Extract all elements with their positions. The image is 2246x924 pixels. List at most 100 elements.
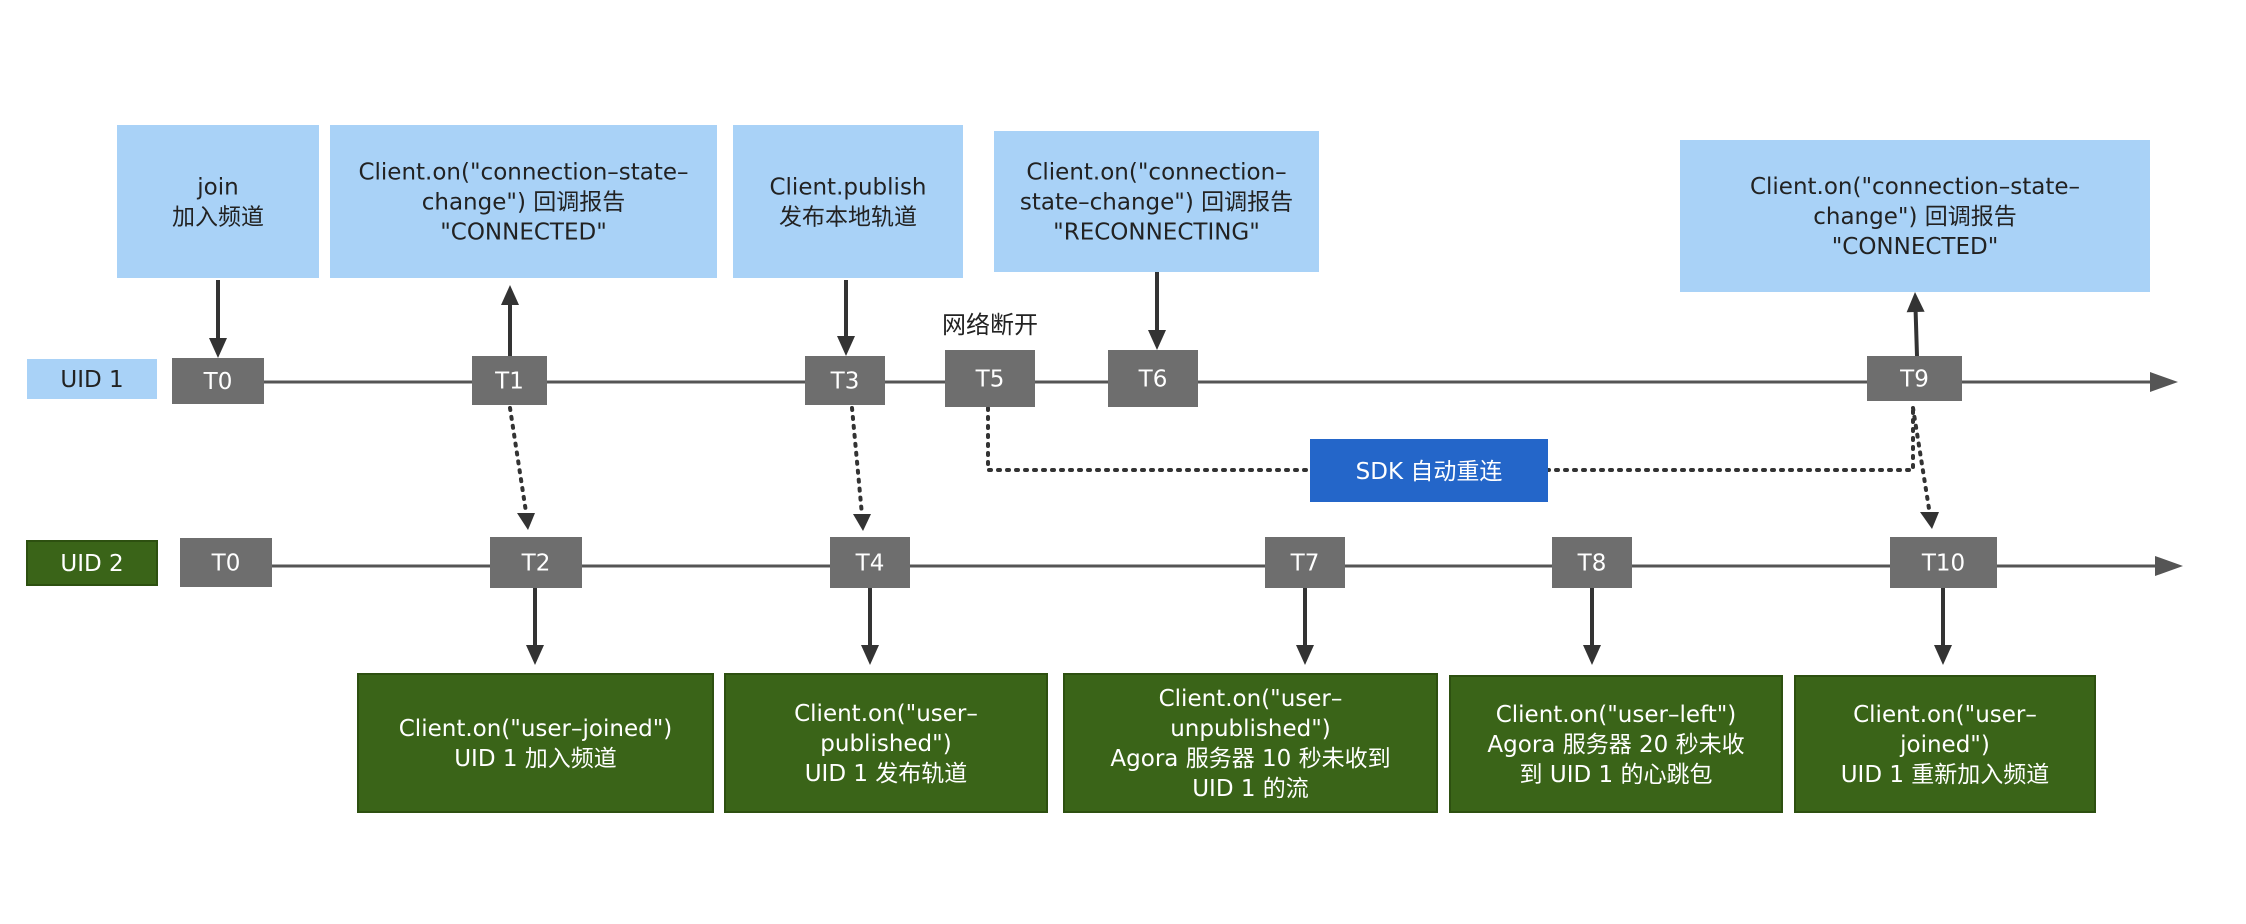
event-text-line: Client.on("user– (1159, 686, 1343, 712)
uid2-tick-t4: T4 (830, 537, 910, 588)
arrow-t4-to-user-published (861, 588, 879, 665)
network-disconnect-label: 网络断开 (942, 311, 1038, 339)
uid2-event-box-4: Client.on("user–left") Agora 服务器 20 秒未收到 … (1449, 675, 1783, 813)
tick-box (490, 537, 582, 588)
event-text-line: UID 1 发布轨道 (805, 761, 968, 787)
uid1-event-box-2: Client.on("connection–state– change") 回调报… (330, 125, 717, 278)
tick-label: T0 (203, 369, 233, 395)
sdk-reconnect-label: SDK 自动重连 (1356, 459, 1503, 485)
uid1-tick-t1: T1 (472, 356, 547, 405)
tick-box (172, 358, 264, 404)
dotted-connectors (508, 406, 1932, 517)
uid2-row-label: UID 2 (26, 540, 158, 586)
tick-label: T10 (1921, 551, 1965, 577)
uid2-event-box-1: Client.on("user–joined") UID 1 加入频道 (357, 673, 714, 813)
event-text-line: "CONNECTED" (1832, 234, 1999, 260)
event-text-line: UID 1 加入频道 (454, 746, 617, 772)
uid1-event-box-1: join 加入频道 (117, 125, 319, 278)
event-text-line: join (196, 175, 238, 201)
arrow-t1-to-connected (501, 285, 519, 356)
uid1-label: UID 1 (60, 367, 123, 393)
event-text-line: change") 回调报告 (1813, 204, 2017, 230)
arrowhead-icon (837, 336, 855, 356)
tick-box (1552, 537, 1632, 588)
dotted-link-t9-t10 (1911, 406, 1932, 517)
event-text-line: change") 回调报告 (422, 190, 626, 216)
event-text-line: joined") (1899, 732, 1990, 758)
arrowhead-icon (853, 514, 871, 531)
uid2-tick-t8: T8 (1552, 537, 1632, 588)
uid2-event-box-3: Client.on("user– unpublished") Agora 服务器 1… (1063, 673, 1438, 813)
tick-box (1108, 350, 1198, 407)
event-text-line: published") (820, 731, 951, 757)
uid2-timeline (180, 556, 2183, 576)
dotted-link-sdk-t9 (1545, 406, 1915, 472)
event-text-line: unpublished") (1170, 716, 1331, 742)
event-text-line: "RECONNECTING" (1053, 220, 1260, 246)
event-arrows (209, 272, 1952, 665)
uid1-tick-t9: T9 (1867, 356, 1962, 401)
arrowhead-icon (1583, 645, 1601, 665)
uid2-tick-t10: T10 (1890, 537, 1997, 588)
uid1-tick-t0: T0 (172, 358, 264, 404)
uid1-event-box-4: Client.on("connection– state–change") 回调报… (994, 131, 1319, 272)
arrow-t10-to-user-joined (1934, 588, 1952, 665)
arrow-t7-to-user-unpublished (1296, 588, 1314, 665)
arrow-join-to-t0 (209, 280, 227, 358)
tick-box (945, 350, 1035, 407)
arrowhead-icon (1148, 330, 1166, 350)
event-text-line: 到 UID 1 的心跳包 (1520, 762, 1713, 788)
tick-box (805, 356, 885, 405)
event-text-line: Client.publish (769, 175, 926, 201)
tick-label: T2 (521, 551, 551, 577)
uid2-label: UID 2 (60, 551, 123, 577)
arrowhead-icon (1920, 512, 1939, 529)
tick-label: T6 (1138, 367, 1168, 393)
event-text-line: Agora 服务器 10 秒未收到 (1110, 746, 1390, 772)
event-text-line: state–change") 回调报告 (1020, 190, 1293, 216)
arrow-t9-to-connected (1906, 292, 1925, 357)
uid1-tick-t3: T3 (805, 356, 885, 405)
event-text-line: Client.on("user–left") (1496, 702, 1737, 728)
arrow-reconnecting-to-t6 (1148, 272, 1166, 350)
event-boxes: join加入频道Client.on("connection–state–chan… (117, 125, 2150, 813)
tick-box (472, 356, 547, 405)
arrowhead-icon (209, 338, 227, 358)
arrow-t2-to-user-joined (526, 588, 544, 665)
dotted-arrowheads (517, 512, 1939, 531)
arrowhead-icon (1934, 645, 1952, 665)
event-text-line: "CONNECTED" (440, 220, 607, 246)
event-text-line: Client.on("connection–state– (1750, 174, 2080, 200)
uid1-event-box-5: Client.on("connection–state– change") 回调报… (1680, 140, 2150, 292)
arrowhead-icon (1296, 645, 1314, 665)
arrowhead-icon (526, 645, 544, 665)
tick-label: T1 (494, 369, 524, 395)
arrowhead-icon (861, 645, 879, 665)
event-text-line: 加入频道 (172, 205, 264, 231)
tick-label: T8 (1577, 551, 1607, 577)
tick-box (1890, 537, 1997, 588)
uid1-row-label: UID 1 (27, 359, 157, 399)
tick-label: T7 (1290, 551, 1320, 577)
arrow-t8-to-user-left (1583, 588, 1601, 665)
tick-label: T4 (855, 551, 885, 577)
event-text-line: Client.on("connection–state– (358, 160, 688, 186)
tick-label: T0 (211, 551, 241, 577)
arrowhead-icon (501, 285, 519, 305)
event-text-line: UID 1 重新加入频道 (1841, 762, 2050, 788)
event-text-line: Client.on("connection– (1026, 160, 1286, 186)
uid2-event-box-5: Client.on("user– joined") UID 1 重新加入频道 (1794, 675, 2096, 813)
uid2-tick-t0: T0 (180, 538, 272, 587)
arrow-publish-to-t3 (837, 280, 855, 356)
uid2-tick-t7: T7 (1265, 537, 1345, 588)
uid1-tick-t6: T6 (1108, 350, 1198, 407)
event-text-line: Agora 服务器 20 秒未收 (1487, 732, 1744, 758)
timeline-arrow-icon (2150, 372, 2178, 392)
event-text-line: Client.on("user–joined") (399, 716, 673, 742)
tick-box (180, 538, 272, 587)
event-text-line: Client.on("user– (1853, 702, 2037, 728)
tick-box (1265, 537, 1345, 588)
